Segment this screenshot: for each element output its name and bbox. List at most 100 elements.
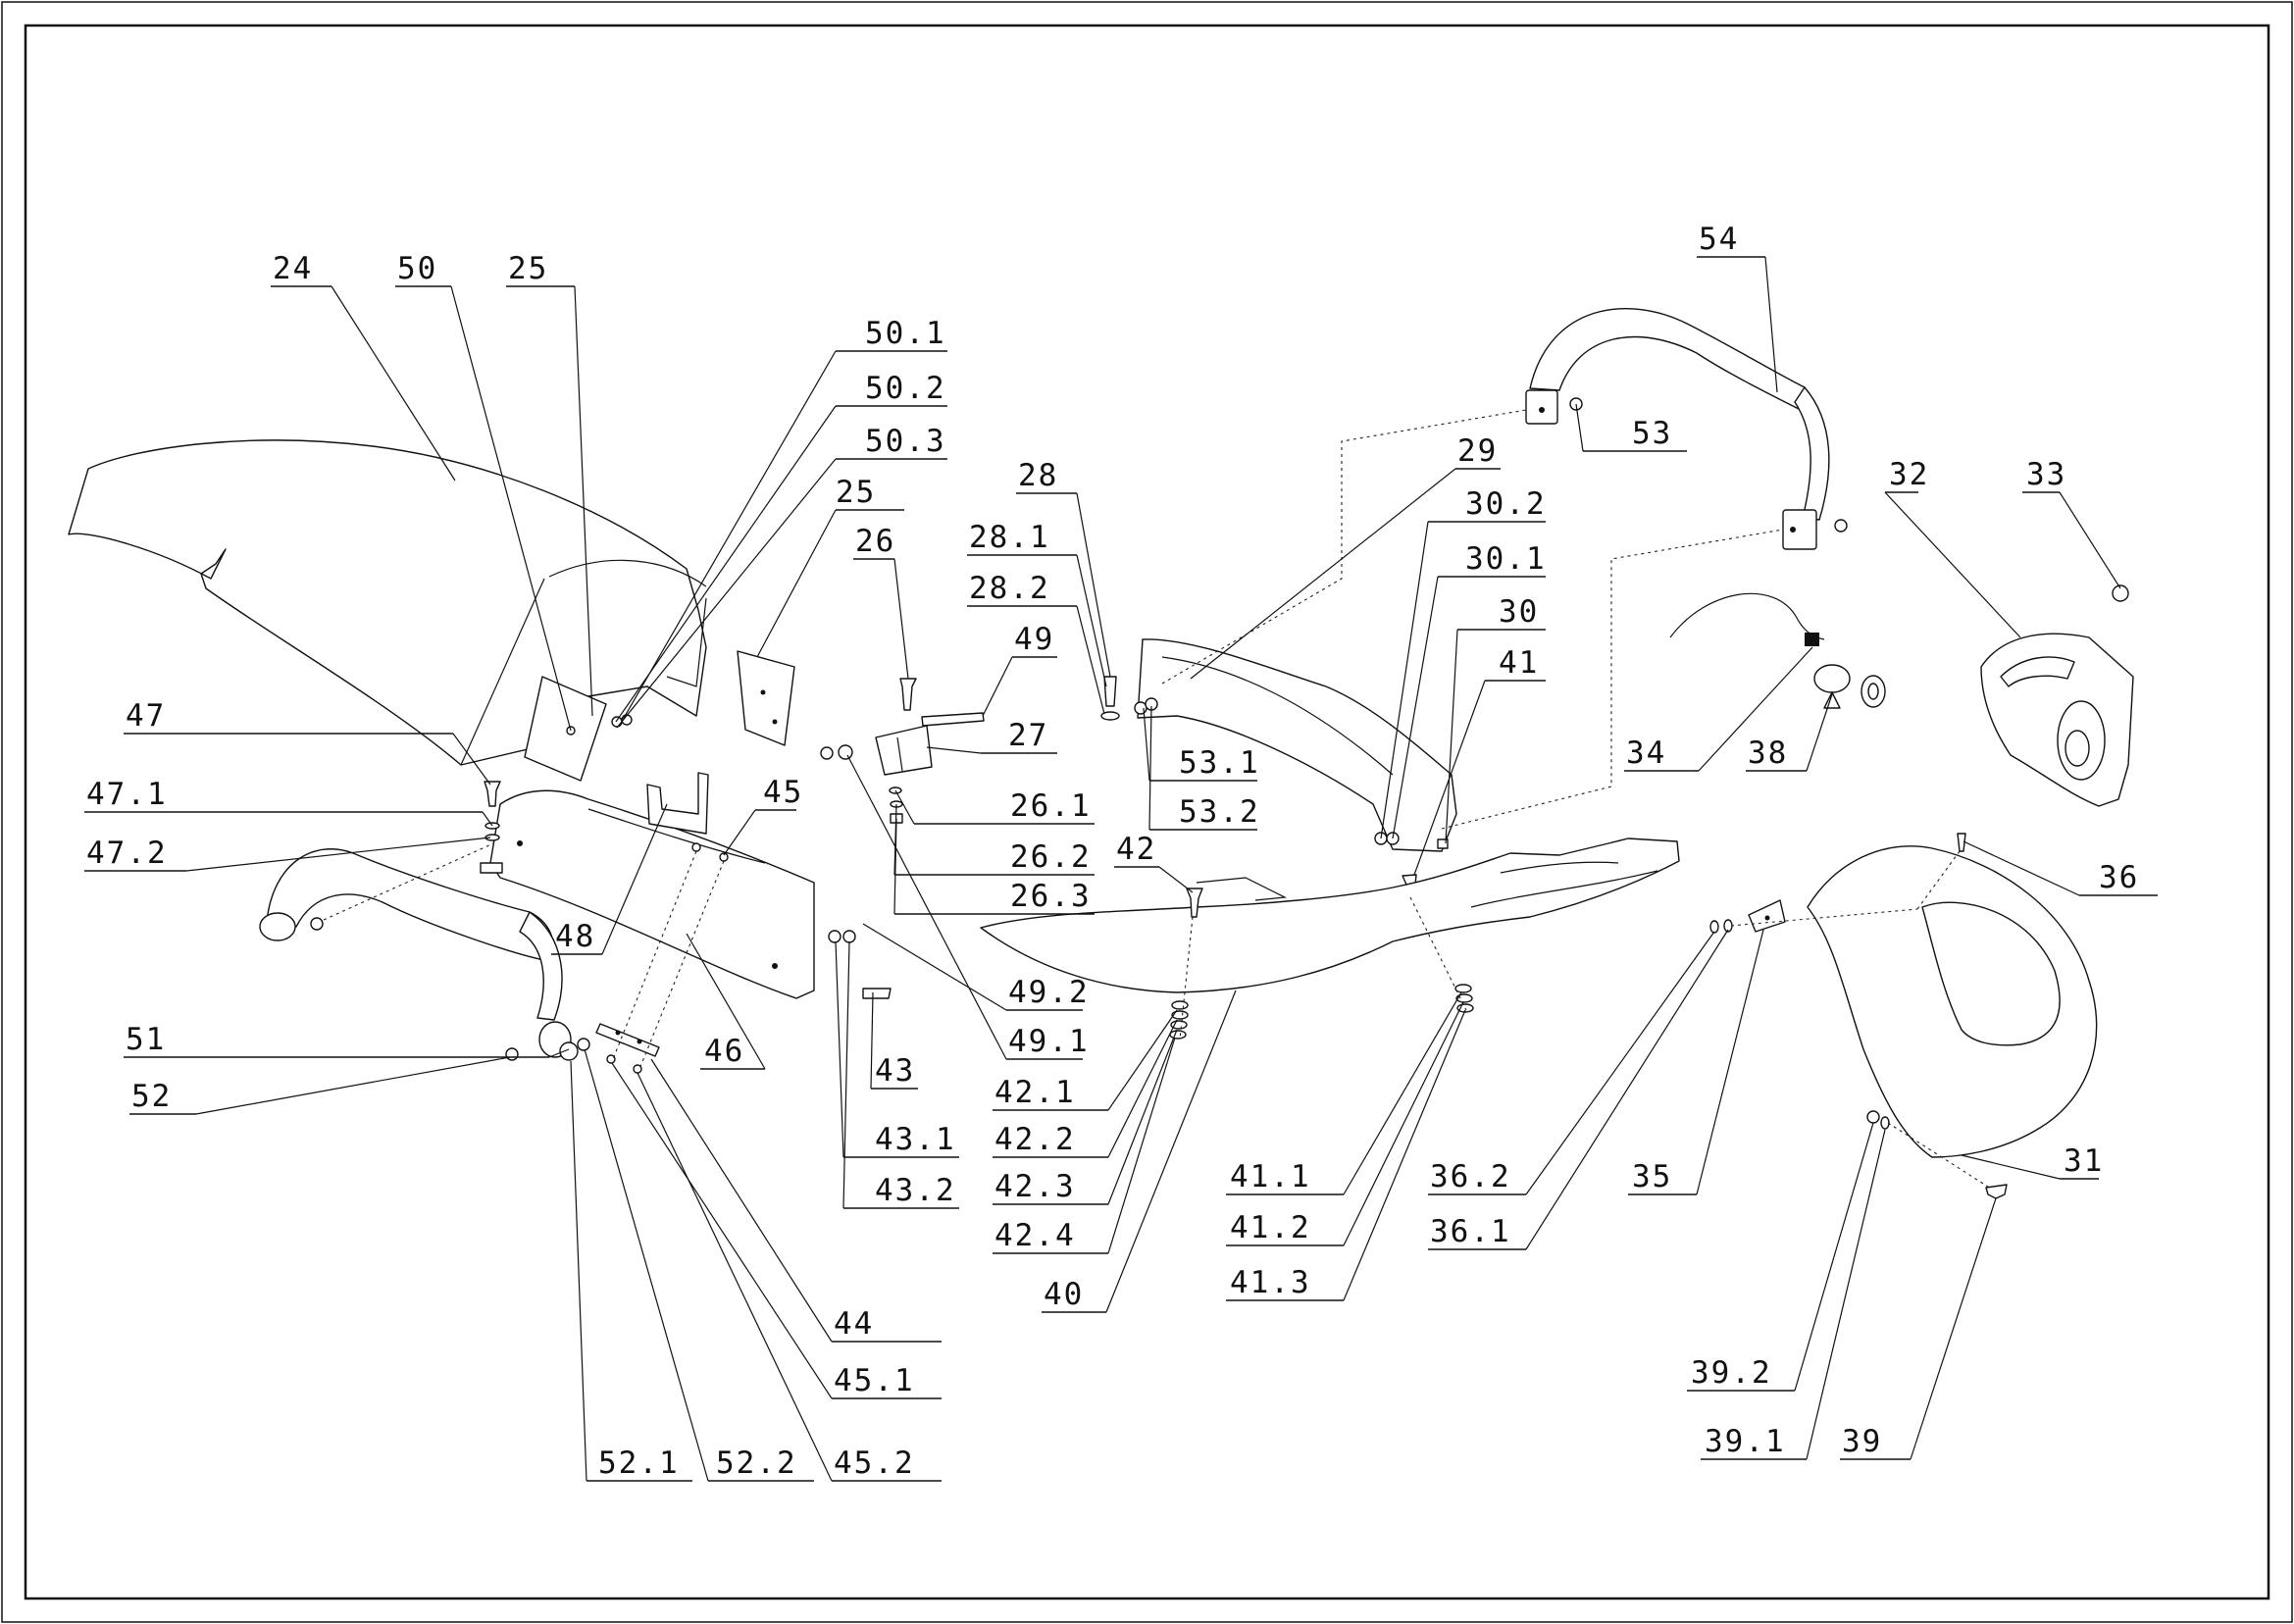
callout-leader — [982, 656, 1013, 717]
part-53-screws — [1569, 397, 1848, 533]
callout: 46 — [686, 933, 766, 1070]
part-39-screw-and-washers — [1866, 1110, 2008, 1199]
part-28-bolt — [1100, 676, 1120, 721]
callout-label: 54 — [1699, 222, 1739, 257]
callout-label: 42.3 — [994, 1169, 1076, 1204]
callout: 45.1 — [611, 1062, 942, 1399]
part-53-rail-bracket — [1137, 638, 1457, 852]
part-38-bulb-and-socket — [1813, 664, 1886, 709]
callout-label: 39.1 — [1705, 1424, 1786, 1459]
callout-leader — [1698, 646, 1813, 772]
assembly-lines — [323, 409, 1992, 1190]
callout-label: 25 — [508, 251, 548, 286]
callout-leader — [616, 458, 837, 729]
callout-leader — [1107, 1029, 1178, 1205]
callout-leader — [835, 940, 844, 1158]
callout-label: 35 — [1632, 1159, 1672, 1194]
callout-label: 39 — [1842, 1424, 1882, 1459]
callout-label: 47.1 — [86, 777, 168, 812]
part-44-plate — [595, 1023, 660, 1057]
callout-label: 46 — [704, 1034, 744, 1069]
part-33-clip — [2112, 584, 2129, 602]
part-45-screws — [606, 842, 729, 1074]
callout: 45 — [723, 775, 803, 856]
callout-leader — [450, 285, 572, 732]
callout-label: 47 — [126, 698, 166, 734]
part-51-52-nuts — [310, 917, 590, 1061]
callout-leader — [1575, 403, 1584, 452]
callout-leader — [1525, 931, 1715, 1195]
callout: 31 — [1961, 1143, 2102, 1180]
callout: 52 — [129, 1056, 511, 1115]
callout: 49 — [982, 622, 1057, 717]
callout-leader — [926, 746, 982, 754]
callout-label: 41.3 — [1230, 1265, 1311, 1300]
callout-leader — [1884, 491, 2021, 638]
callout: 47 — [124, 698, 491, 786]
callout: 27 — [926, 718, 1057, 754]
callout: 40 — [1042, 990, 1237, 1313]
part-46-rail-bracket-left — [480, 789, 815, 999]
callout: 43.1 — [835, 940, 959, 1158]
callout: 43 — [870, 991, 918, 1090]
callout-label: 53.2 — [1179, 794, 1260, 830]
callout-leader — [1343, 991, 1462, 1195]
callout: 51 — [124, 1022, 570, 1058]
callout-label: 25 — [836, 475, 876, 510]
callout-label: 39.2 — [1691, 1355, 1772, 1391]
part-32-headlight-cover — [1980, 633, 2134, 807]
callout-leader — [1343, 1009, 1466, 1301]
callout: 50.3 — [616, 424, 947, 729]
callout: 47.1 — [84, 777, 493, 827]
drawing-frame-inner — [24, 24, 2270, 1600]
callout: 49.1 — [846, 754, 1088, 1060]
callout-label: 28.1 — [969, 520, 1050, 555]
callout-label: 32 — [1889, 457, 1929, 492]
callout-leader — [1392, 576, 1439, 839]
callout: 42 — [1114, 832, 1194, 893]
part-48-bracket — [646, 772, 709, 835]
callout-leader — [1343, 1001, 1464, 1246]
callout: 39 — [1840, 1197, 1997, 1460]
callout: 25 — [506, 251, 593, 717]
callout-leader — [637, 1072, 833, 1482]
callout-leader — [195, 1056, 511, 1115]
callout: 26.3 — [893, 818, 1095, 915]
callout: 39.2 — [1687, 1122, 1874, 1392]
callout: 50 — [395, 251, 572, 732]
callout-label: 26.1 — [1010, 788, 1092, 824]
callout-label: 45.2 — [834, 1446, 915, 1481]
callout-label: 45 — [763, 775, 803, 810]
callout: 41.3 — [1226, 1009, 1466, 1301]
callout: 32 — [1884, 457, 2021, 638]
callout-leader — [842, 940, 850, 1209]
callout-label: 51 — [126, 1022, 166, 1057]
callout-leader — [1525, 929, 1729, 1250]
callout-label: 47.2 — [86, 836, 168, 871]
callout-leader — [601, 803, 668, 955]
callout-label: 26.3 — [1010, 879, 1092, 914]
callout: 29 — [1190, 433, 1501, 680]
callout-label: 26 — [855, 524, 895, 559]
callout-leader — [1190, 468, 1456, 680]
callout-label: 50.3 — [865, 424, 946, 459]
callout-label: 42.1 — [994, 1075, 1076, 1110]
callout-label: 42 — [1116, 832, 1156, 867]
callout-leader — [1963, 840, 2080, 896]
part-40-lower-frame — [980, 837, 1680, 993]
part-49-bolt — [921, 712, 985, 727]
callout-label: 43 — [875, 1053, 915, 1089]
callout: 42.1 — [993, 1009, 1178, 1111]
callout-leader — [1910, 1197, 1997, 1460]
callout: 30.2 — [1380, 486, 1546, 839]
callout: 36.1 — [1428, 929, 1729, 1250]
callout-leader — [1076, 605, 1105, 715]
callout-label: 53 — [1632, 416, 1672, 451]
callout: 50.1 — [622, 316, 947, 721]
callout-leader — [331, 285, 456, 482]
callout: 26 — [853, 524, 909, 680]
callout: 26.2 — [893, 803, 1095, 876]
callout-label: 52.1 — [598, 1446, 680, 1481]
callout-label: 41.1 — [1230, 1159, 1311, 1194]
